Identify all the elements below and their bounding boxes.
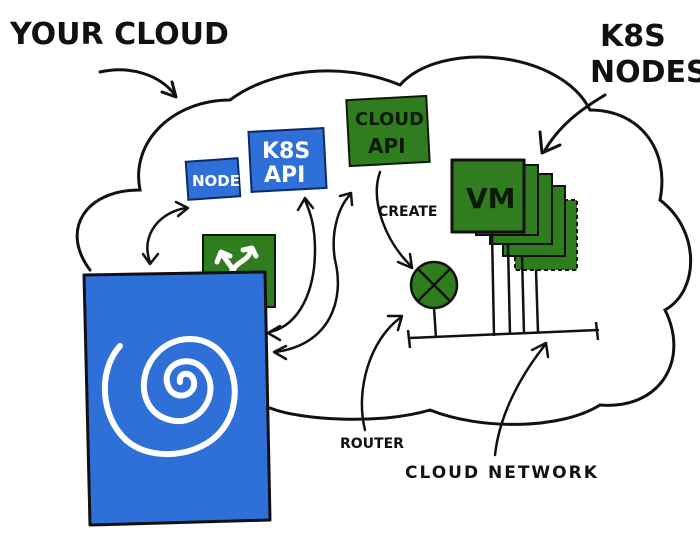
cloud-api-box: CLOUD API (345, 94, 431, 168)
arrowhead (396, 252, 414, 270)
cloud-outline (75, 55, 693, 426)
controller-cloud-api-arrow (273, 193, 352, 354)
cloud-api-label-line1: CLOUD (355, 109, 424, 130)
your-cloud-arrowhead (160, 80, 178, 99)
vm-stack: VM (450, 158, 578, 271)
your-cloud-label: YOUR CLOUD (9, 17, 229, 52)
spiral-icon (101, 335, 238, 458)
controller-box (82, 270, 272, 527)
router-label: ROUTER (340, 436, 404, 452)
router-cross-icon (409, 260, 459, 310)
arrowhead (174, 200, 190, 218)
cloud-network-arrow (493, 343, 547, 457)
vm-front (450, 158, 526, 234)
arrowhead (530, 341, 550, 359)
k8s-api-label-line1: K8S (262, 139, 310, 164)
k8s-nodes-label-line2: NODES (590, 55, 700, 90)
cloud-network-label: CLOUD NETWORK (405, 463, 599, 483)
vm-label: VM (466, 182, 516, 215)
network-end-right (594, 321, 600, 341)
arrowhead (296, 196, 315, 212)
controller-k8s-api-arrow (268, 198, 317, 334)
create-label: CREATE (378, 204, 437, 220)
k8s-api-label-line2: API (264, 163, 305, 188)
your-cloud-arrow (98, 68, 177, 97)
controller-node-arrow (146, 206, 188, 264)
arrowhead (141, 252, 160, 266)
network-end-left (406, 329, 412, 349)
arrowhead (386, 314, 404, 332)
node-box: NODE (184, 157, 242, 201)
k8s-nodes-arrowhead (538, 130, 562, 155)
arrowhead (266, 324, 282, 342)
router-link (432, 307, 438, 339)
cloud-network-line (408, 328, 600, 340)
arrowhead (338, 191, 354, 207)
connection-arrows (141, 191, 354, 361)
arrowhead (272, 344, 288, 361)
create-arrow (375, 170, 412, 267)
cloud-api-label-line2: API (368, 134, 406, 158)
k8s-nodes-label-line1: K8S (600, 19, 666, 54)
k8s-api-box: K8S API (247, 127, 328, 193)
vm-network-links (490, 231, 540, 337)
node-box-label: NODE (192, 172, 240, 190)
k8s-nodes-arrow (543, 93, 607, 152)
router-arrow (360, 316, 402, 432)
